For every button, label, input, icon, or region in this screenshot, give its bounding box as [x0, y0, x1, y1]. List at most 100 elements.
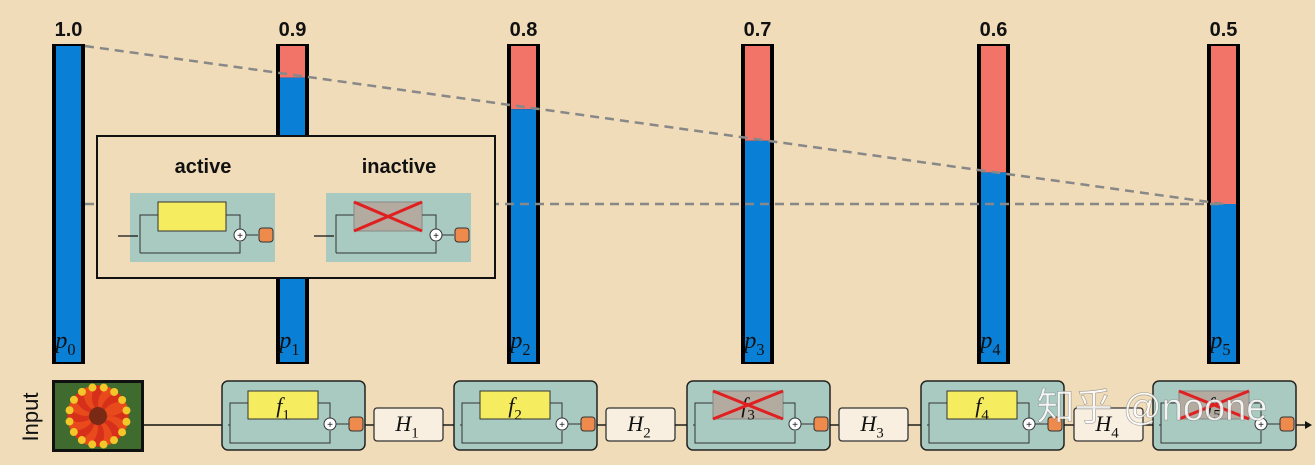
transition-label-3-symbol: H: [1094, 411, 1112, 436]
block-path-out-1: [550, 402, 563, 418]
bar-symbol-3-subscript: 3: [756, 340, 764, 359]
bar-drop-2: [511, 46, 536, 110]
transition-label-2: H3: [859, 411, 883, 442]
sum-symbol-3: +: [1026, 420, 1032, 431]
block-path-out-3: [1017, 402, 1030, 418]
sum-symbol-4: +: [1258, 420, 1264, 431]
legend-active-block-path-out: [226, 214, 241, 229]
flower-tip: [65, 417, 74, 426]
legend-inactive-label: inactive: [362, 156, 436, 178]
bar-survive-5: [1211, 204, 1236, 362]
flower-tip: [88, 383, 97, 392]
bar-drop-4: [981, 46, 1006, 173]
block-path-out-4: [1249, 402, 1262, 418]
block-skip-4: [1160, 425, 1262, 444]
bar-symbol-0: p0: [53, 328, 75, 359]
flower-tip: [99, 383, 108, 392]
transition-label-1-subscript: 2: [643, 426, 650, 442]
bar-drop-3: [745, 46, 770, 141]
gate-1: [580, 416, 596, 432]
sum-symbol-2: +: [792, 420, 798, 431]
watermark: 知乎 @noone: [1037, 387, 1268, 429]
transition-label-2-subscript: 3: [876, 426, 883, 442]
flower-tip: [110, 436, 119, 445]
block-path-out-2: [783, 402, 796, 418]
legend-inactive-block-skip-path: [336, 242, 437, 254]
block-skip-2: [694, 425, 796, 444]
legend-active-block-sum-symbol: +: [237, 231, 243, 242]
bar-symbol-3: p3: [742, 328, 764, 359]
flower-tip: [110, 387, 119, 396]
flower-petal: [75, 419, 95, 439]
bar-symbol-0-subscript: 0: [67, 340, 75, 359]
drop-cross-b-2: [712, 389, 784, 421]
sum-symbol-0: +: [327, 420, 333, 431]
function-label-1: f2: [508, 393, 522, 424]
bar-symbol-5-symbol: p: [1208, 328, 1222, 354]
bar-symbol-5: p5: [1208, 328, 1230, 359]
block-path-in-0: [228, 402, 248, 426]
bar-prob-label-1: 0.9: [279, 19, 307, 41]
bar-prob-label-4: 0.6: [980, 19, 1008, 41]
function-label-4-subscript: 5: [1213, 408, 1220, 424]
function-label-2-subscript: 3: [747, 408, 754, 424]
bar-symbol-4: p4: [978, 328, 1000, 359]
gate-0: [348, 416, 364, 432]
block-skip-3: [928, 425, 1030, 444]
function-box-1: [479, 390, 551, 420]
function-label-1-symbol: f: [508, 393, 517, 418]
bar-prob-label-3: 0.7: [744, 19, 772, 41]
bar-symbol-4-symbol: p: [978, 328, 992, 354]
bar-survive-0: [56, 46, 81, 362]
bar-symbol-2-subscript: 2: [522, 340, 530, 359]
transition-label-1: H2: [626, 411, 650, 442]
drop-cross-b-4: [1178, 389, 1250, 421]
bar-symbol-2: p2: [508, 328, 530, 359]
block-path-in-2: [693, 402, 713, 426]
transition-label-3: H4: [1094, 411, 1119, 442]
flower-tip: [65, 406, 74, 415]
block-skip-0: [229, 425, 331, 444]
function-label-1-subscript: 2: [514, 408, 521, 424]
bar-symbol-2-symbol: p: [508, 328, 522, 354]
function-label-0-subscript: 1: [282, 408, 289, 424]
output-arrowhead: [1305, 421, 1312, 429]
legend-active-block-gate: [258, 227, 274, 243]
bar-survive-3: [745, 140, 770, 362]
transition-label-0: H1: [394, 411, 418, 442]
gate-2: [813, 416, 829, 432]
function-label-3-symbol: f: [975, 393, 984, 418]
bar-symbol-1-symbol: p: [277, 328, 291, 354]
function-box-3: [946, 390, 1018, 420]
flower-tip: [69, 395, 78, 404]
flower-tip: [77, 387, 86, 396]
bar-prob-label-5: 0.5: [1210, 19, 1238, 41]
bar-symbol-4-subscript: 4: [992, 340, 1000, 359]
bar-survive-2: [511, 109, 536, 362]
transition-label-2-symbol: H: [859, 411, 877, 436]
bar-prob-label-0: 1.0: [55, 19, 83, 41]
linear-decay-line: [84, 44, 1224, 206]
transition-label-1-symbol: H: [626, 411, 644, 436]
flower-center: [89, 407, 107, 425]
flower-tip: [122, 417, 131, 426]
flower-tip: [69, 428, 78, 437]
bar-prob-label-2: 0.8: [510, 19, 538, 41]
function-label-0-symbol: f: [276, 393, 285, 418]
flower-tip: [88, 440, 97, 449]
function-label-0: f1: [276, 393, 290, 424]
flower-tip: [77, 436, 86, 445]
transition-label-0-subscript: 1: [411, 426, 418, 442]
block-path-in-4: [1159, 402, 1179, 426]
legend-inactive-block-path-out: [422, 214, 437, 229]
bar-drop-1: [280, 46, 305, 78]
bar-symbol-0-symbol: p: [53, 328, 67, 354]
legend-active-block-function-box: [157, 201, 227, 232]
gate-3: [1047, 416, 1063, 432]
legend-active-label: active: [175, 156, 232, 178]
flower-tip: [118, 428, 127, 437]
